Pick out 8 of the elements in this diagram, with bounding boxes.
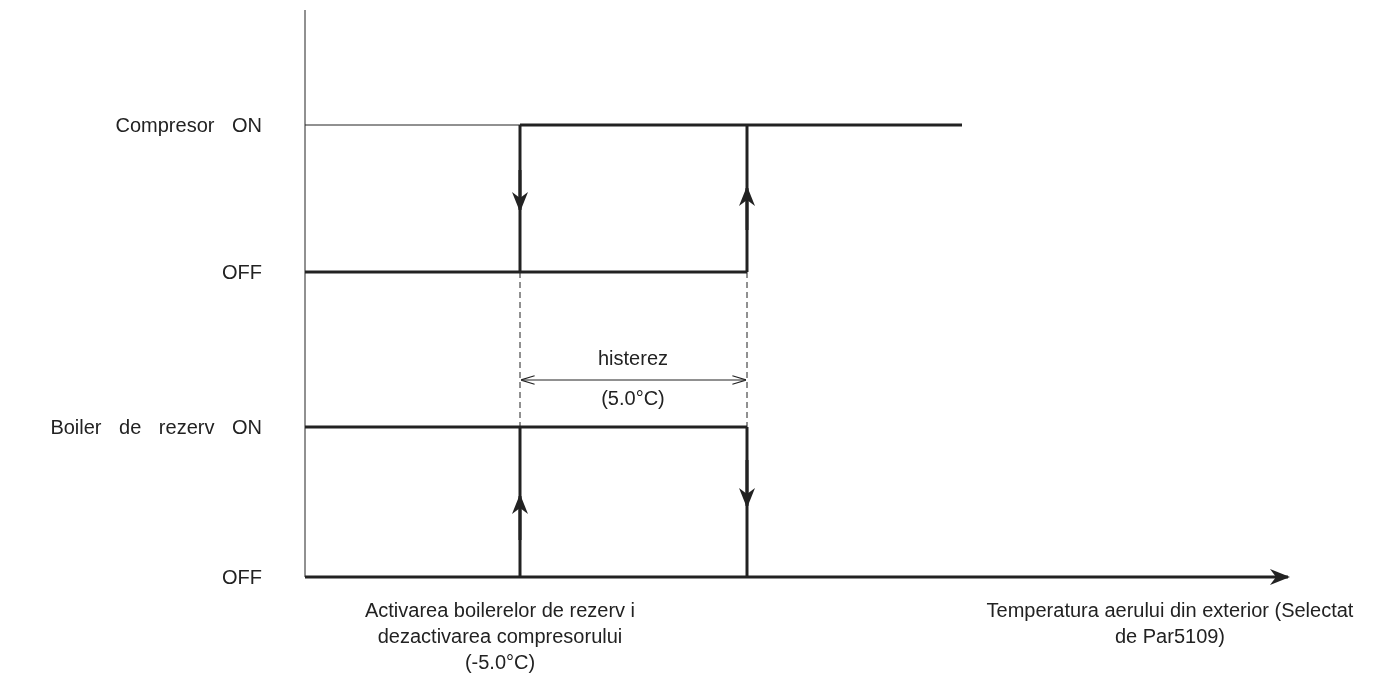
- state-label: OFF: [221, 260, 262, 285]
- axis-note: Activarea boilerelor de rezerv i dezactivarea compresorului (-5.0°C): [363, 598, 637, 675]
- dimension-label: (5.0°C): [600, 386, 666, 411]
- dimension-label: histerez: [597, 346, 669, 371]
- state-label: Boiler de rezerv ON: [49, 415, 262, 440]
- axis-label: Temperatura aerului din exterior (Selectat de Par5109): [985, 598, 1355, 649]
- state-label: OFF: [221, 565, 262, 590]
- state-label: Compresor ON: [114, 113, 262, 138]
